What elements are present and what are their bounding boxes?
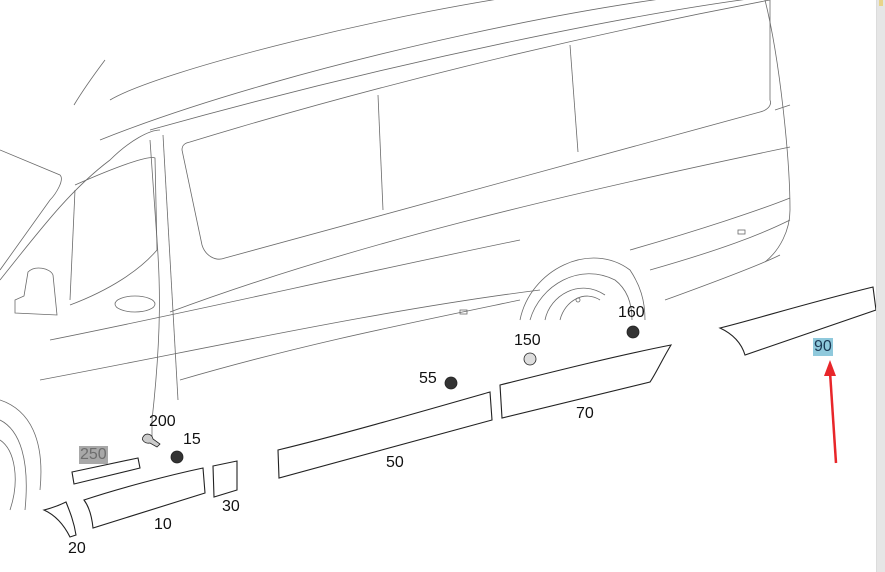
part-70 xyxy=(499,344,673,419)
callout-30[interactable]: 30 xyxy=(222,498,240,515)
vertical-scrollbar[interactable] xyxy=(876,0,885,572)
van-body-outline xyxy=(0,0,791,511)
callout-250[interactable]: 250 xyxy=(79,446,108,464)
callout-70[interactable]: 70 xyxy=(576,405,594,422)
clip-55 xyxy=(444,376,458,390)
callout-55[interactable]: 55 xyxy=(419,370,437,387)
callout-15[interactable]: 15 xyxy=(183,431,201,448)
callout-20[interactable]: 20 xyxy=(68,540,86,557)
scrollbar-thumb[interactable] xyxy=(879,0,883,6)
clip-150 xyxy=(523,352,537,366)
callout-150[interactable]: 150 xyxy=(514,332,541,349)
callout-50[interactable]: 50 xyxy=(386,454,404,471)
callout-160[interactable]: 160 xyxy=(618,304,645,321)
part-10 xyxy=(83,467,206,529)
part-250 xyxy=(71,457,141,485)
callout-10[interactable]: 10 xyxy=(154,516,172,533)
callout-200[interactable]: 200 xyxy=(149,413,176,430)
part-90 xyxy=(718,286,877,356)
clips xyxy=(142,325,640,464)
part-30 xyxy=(212,460,238,498)
clip-160 xyxy=(626,325,640,339)
part-50 xyxy=(277,391,493,479)
callout-90[interactable]: 90 xyxy=(813,338,833,356)
pointer-arrow xyxy=(824,360,838,464)
screw-200 xyxy=(142,433,161,448)
part-20 xyxy=(42,501,77,538)
trim-parts xyxy=(42,286,877,538)
clip-15 xyxy=(170,450,184,464)
